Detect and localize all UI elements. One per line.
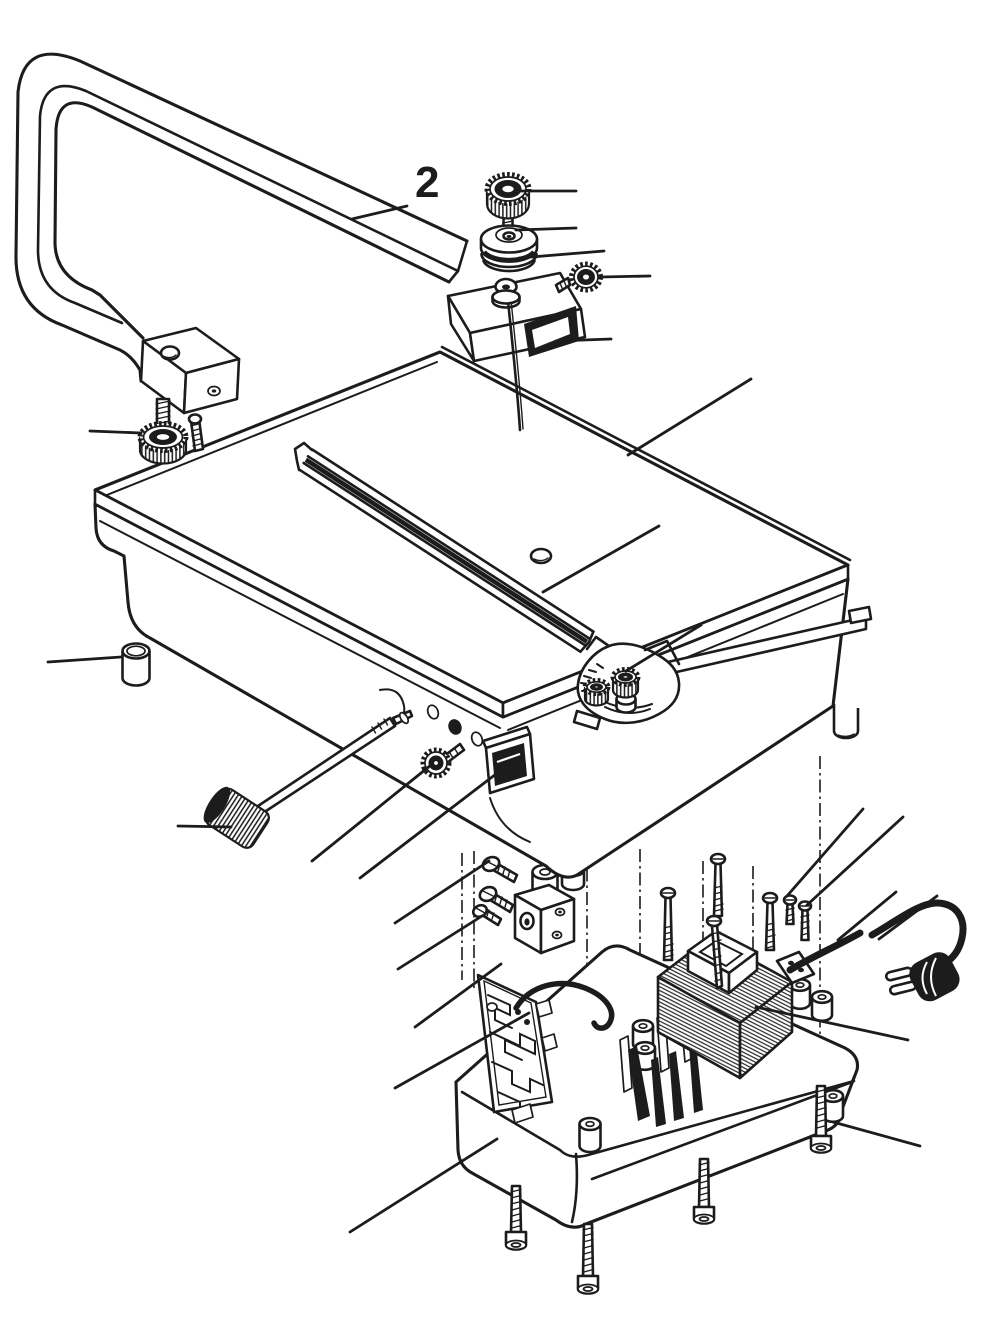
panel-hole (470, 731, 484, 747)
part-label: 2 (415, 158, 439, 207)
arm-clamp-nut (137, 397, 189, 465)
leader-line (350, 204, 409, 221)
rod-port-hole (426, 704, 440, 720)
leader-line (599, 274, 652, 279)
base-mounting-screws (504, 1084, 833, 1295)
speed-gear-knob (420, 742, 466, 779)
leader-line (393, 1011, 531, 1090)
leader-line (805, 815, 905, 907)
leader-line (836, 890, 898, 942)
leader-line (46, 655, 123, 664)
base-boss (821, 1088, 845, 1124)
bearing-block-assembly (471, 855, 586, 955)
gauge-angle-knob (582, 678, 611, 707)
leader-line (176, 824, 233, 829)
leader-line (310, 763, 433, 863)
leader-line (348, 1137, 499, 1234)
gauge-slide-tab (572, 709, 602, 731)
long-screw (709, 852, 727, 918)
leader-line (626, 377, 753, 457)
plug-pin (884, 966, 914, 982)
leader-lines (46, 189, 939, 1234)
socket-head-screw (809, 1084, 833, 1154)
bow-arm (14, 52, 469, 415)
leader-line (554, 337, 613, 343)
arm-clamp-screw (187, 413, 205, 453)
leader-line (785, 807, 865, 898)
miter-gauge (572, 605, 873, 731)
leader-line (541, 524, 661, 594)
spring-clips (628, 1043, 703, 1127)
guard-cap-nut (491, 277, 521, 309)
leader-line (393, 859, 491, 925)
tension-thumb-knob (484, 172, 532, 242)
socket-head-screw (692, 1157, 716, 1225)
blade-slot-rail (293, 441, 595, 653)
pcb-wire (513, 980, 615, 1031)
power-cord (786, 899, 967, 974)
base-boss (810, 989, 834, 1023)
leader-line (754, 1005, 910, 1042)
pulley-cap (479, 224, 539, 273)
leader-line (831, 1120, 922, 1148)
leader-line (517, 249, 606, 260)
clamp-screw (782, 894, 798, 926)
housing-screws (659, 852, 813, 962)
power-switch (481, 725, 536, 795)
block-screw (481, 855, 519, 884)
bearing-block (513, 883, 576, 955)
foot-cap (121, 642, 151, 687)
circuit-board (476, 973, 615, 1124)
clamp-screw (797, 900, 813, 942)
arm-end-block (139, 326, 241, 415)
block-screw (471, 903, 503, 927)
blade-tension-rod (203, 709, 414, 849)
leader-line (358, 772, 498, 880)
leader-line (514, 226, 578, 232)
leader-line (624, 623, 703, 673)
front-panel (203, 688, 536, 849)
leader-line (396, 914, 484, 971)
leader-line (88, 429, 143, 435)
base-boss (578, 1116, 602, 1154)
block-screw (478, 885, 515, 914)
long-screw (659, 886, 677, 962)
tension-rod-knob (203, 786, 270, 849)
leader-line (877, 894, 939, 941)
long-screw (761, 891, 779, 952)
socket-head-screw (576, 1222, 600, 1295)
indicator-dot (448, 719, 462, 735)
machine-foot (832, 704, 860, 740)
saw-blade (506, 299, 524, 432)
power-plug (884, 952, 960, 1002)
leader-line (413, 962, 503, 1029)
socket-head-screw (504, 1184, 528, 1251)
gauge-lock-knob (610, 667, 641, 699)
